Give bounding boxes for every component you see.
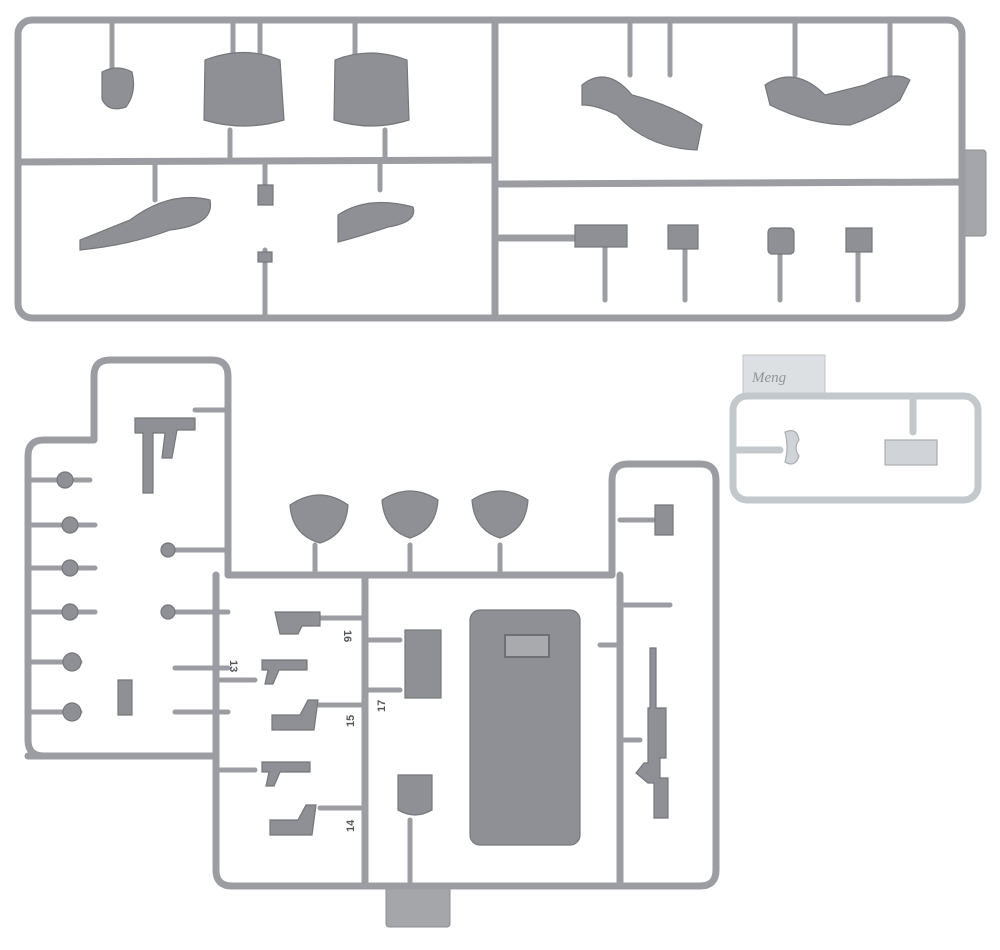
wing-nut-part [784,430,800,465]
clear-sprue: Meng [729,354,982,504]
small-part [257,251,273,263]
helmet-part [381,490,439,539]
hand-part [101,67,135,110]
leg-left-part [581,76,703,151]
helmet-part [289,494,349,544]
leg-right-part [764,75,911,126]
part-number-16: 16 [341,630,353,642]
holster-part [271,699,319,731]
torso-back-part [333,52,410,127]
holster-part [269,804,317,836]
scope-part [654,504,674,536]
sprue-frame [14,16,966,322]
weapons-sprue: 13 16 15 17 14 [24,356,720,928]
mask-part [397,774,433,816]
torso-front-part [203,51,285,127]
bracket-part [404,629,442,699]
pouch-part [767,227,795,255]
top-sprue [14,16,987,322]
helmet-part [471,490,529,539]
meng-logo: Meng [751,370,787,386]
clear-window-part [884,439,938,466]
part-number-14: 14 [345,819,357,832]
rifle-part [635,647,669,819]
pouch-part [574,224,628,248]
shield-window [504,634,550,658]
riot-shield-part [469,609,581,846]
pistol-part [261,659,308,685]
part-number-17: 17 [376,700,388,712]
sprue-tab [385,884,451,928]
leg-part [79,196,212,251]
submachine-gun-part [134,417,196,494]
holster-part [274,611,321,635]
part-number-15: 15 [345,715,357,727]
pouch-part [667,224,699,250]
pouch-part [845,227,873,253]
pistol-part [261,761,311,787]
sprue-frame [24,356,720,890]
small-hand-part [257,184,274,206]
part-number-13: 13 [227,660,239,672]
boot-part [337,201,415,243]
radio-part [117,679,133,716]
